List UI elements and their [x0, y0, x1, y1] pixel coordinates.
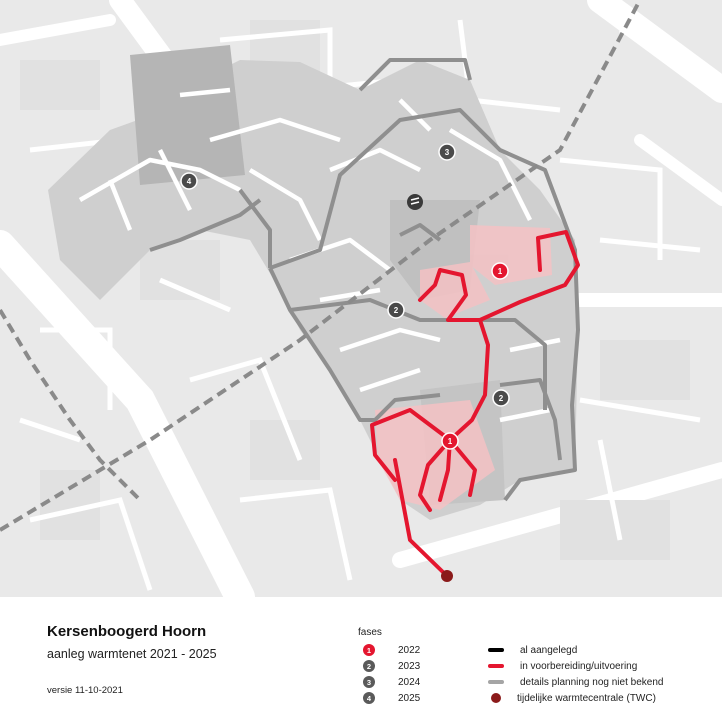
twc-marker[interactable] [441, 570, 453, 582]
phase-2-year: 2023 [398, 660, 421, 672]
phase-marker-2: 2 [387, 301, 405, 319]
black-line-swatch [488, 648, 504, 652]
grey-line-swatch [488, 680, 504, 684]
map-canvas[interactable]: 1 1 2 2 3 4 [0, 0, 722, 612]
phase-marker-3: 3 [438, 143, 456, 161]
phase-marker-2: 2 [492, 389, 510, 407]
phase-marker-label: 2 [499, 394, 504, 403]
line-legend-item-built: al aangelegd [488, 643, 577, 657]
phase-marker-layer: 1 1 2 2 3 4 [180, 143, 510, 450]
map[interactable]: 1 1 2 2 3 4 [0, 0, 722, 612]
phase-legend-item-2: 2 2023 [363, 659, 420, 673]
line-label-planning: details planning nog niet bekend [520, 676, 664, 688]
phase-3-badge: 3 [363, 676, 375, 688]
phase-marker-1: 1 [441, 432, 459, 450]
railway [0, 0, 642, 532]
phase-marker-circle [491, 262, 509, 280]
phase-legend-item-1: 1 2022 [363, 643, 420, 657]
phase-legend-item-4: 4 2025 [363, 691, 420, 705]
grey-route [149, 58, 580, 502]
phase-3-year: 2024 [398, 676, 421, 688]
phase-marker-circle [441, 432, 459, 450]
line-legend-item-in-progress: in voorbereiding/uitvoering [488, 659, 637, 673]
map-title: Kersenboogerd Hoorn [47, 623, 207, 640]
line-label-in-progress: in voorbereiding/uitvoering [520, 660, 638, 672]
phase-1-badge: 1 [363, 644, 375, 656]
phase-marker-circle [387, 301, 405, 319]
phase-marker-label: 1 [448, 437, 453, 446]
neighbourhood-streets [78, 87, 561, 423]
line-label-twc: tijdelijke warmtecentrale (TWC) [517, 692, 656, 704]
map-subtitle: aanleg warmtenet 2021 - 2025 [47, 647, 217, 661]
fases-title: fases [358, 627, 382, 638]
red-route [370, 230, 580, 578]
train-station-icon [407, 194, 423, 210]
phase-2-badge: 2 [363, 660, 375, 672]
phase-4-year: 2025 [398, 692, 421, 704]
version-label: versie 11-10-2021 [47, 685, 123, 696]
line-legend-item-planning: details planning nog niet bekend [488, 675, 663, 689]
phase-marker-label: 4 [187, 177, 192, 186]
phase-marker-label: 3 [445, 148, 450, 157]
phase-marker-circle [180, 172, 198, 190]
phase-marker-circle [438, 143, 456, 161]
phase-marker-label: 2 [394, 306, 399, 315]
red-line-swatch [488, 664, 504, 668]
legend-panel: Kersenboogerd Hoorn aanleg warmtenet 202… [0, 597, 722, 720]
phase-marker-label: 1 [498, 267, 503, 276]
twc-dot-swatch [491, 693, 501, 703]
phase-legend-item-3: 3 2024 [363, 675, 420, 689]
phase-marker-1: 1 [491, 262, 509, 280]
line-legend-item-twc: tijdelijke warmtecentrale (TWC) [488, 691, 656, 705]
phase-marker-4: 4 [180, 172, 198, 190]
phase-1-year: 2022 [398, 644, 421, 656]
line-label-built: al aangelegd [520, 644, 578, 656]
phase-4-badge: 4 [363, 692, 375, 704]
phase-marker-circle [492, 389, 510, 407]
